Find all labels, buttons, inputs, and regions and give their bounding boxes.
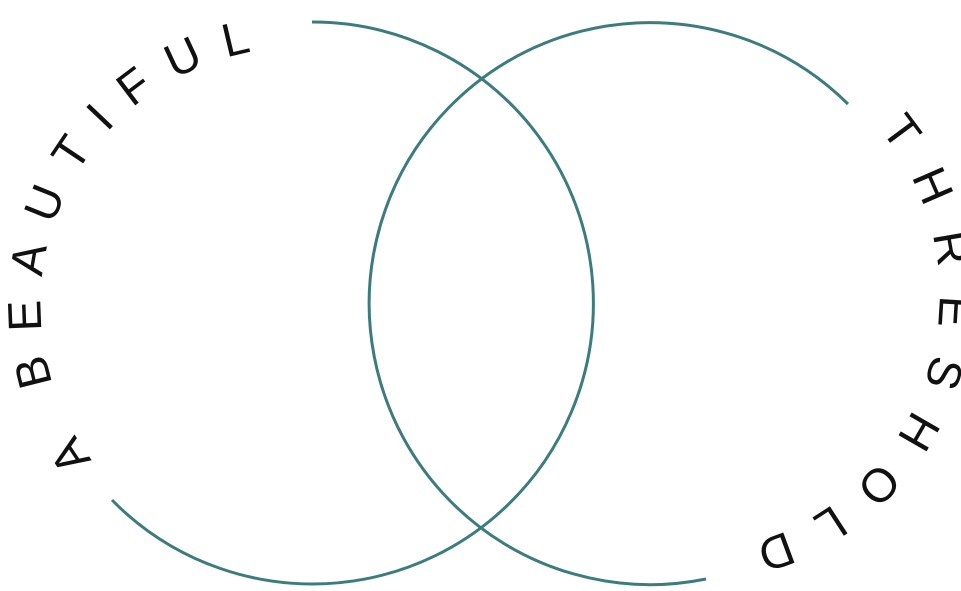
left-lettering: A BEAUTIFUL	[0, 10, 254, 485]
right-lettering-path: THRESHOLD	[752, 104, 961, 583]
right-ring	[367, 21, 850, 587]
right-lettering: THRESHOLD	[752, 104, 961, 583]
left-lettering-path: A BEAUTIFUL	[0, 10, 254, 485]
left-ring	[110, 20, 595, 586]
